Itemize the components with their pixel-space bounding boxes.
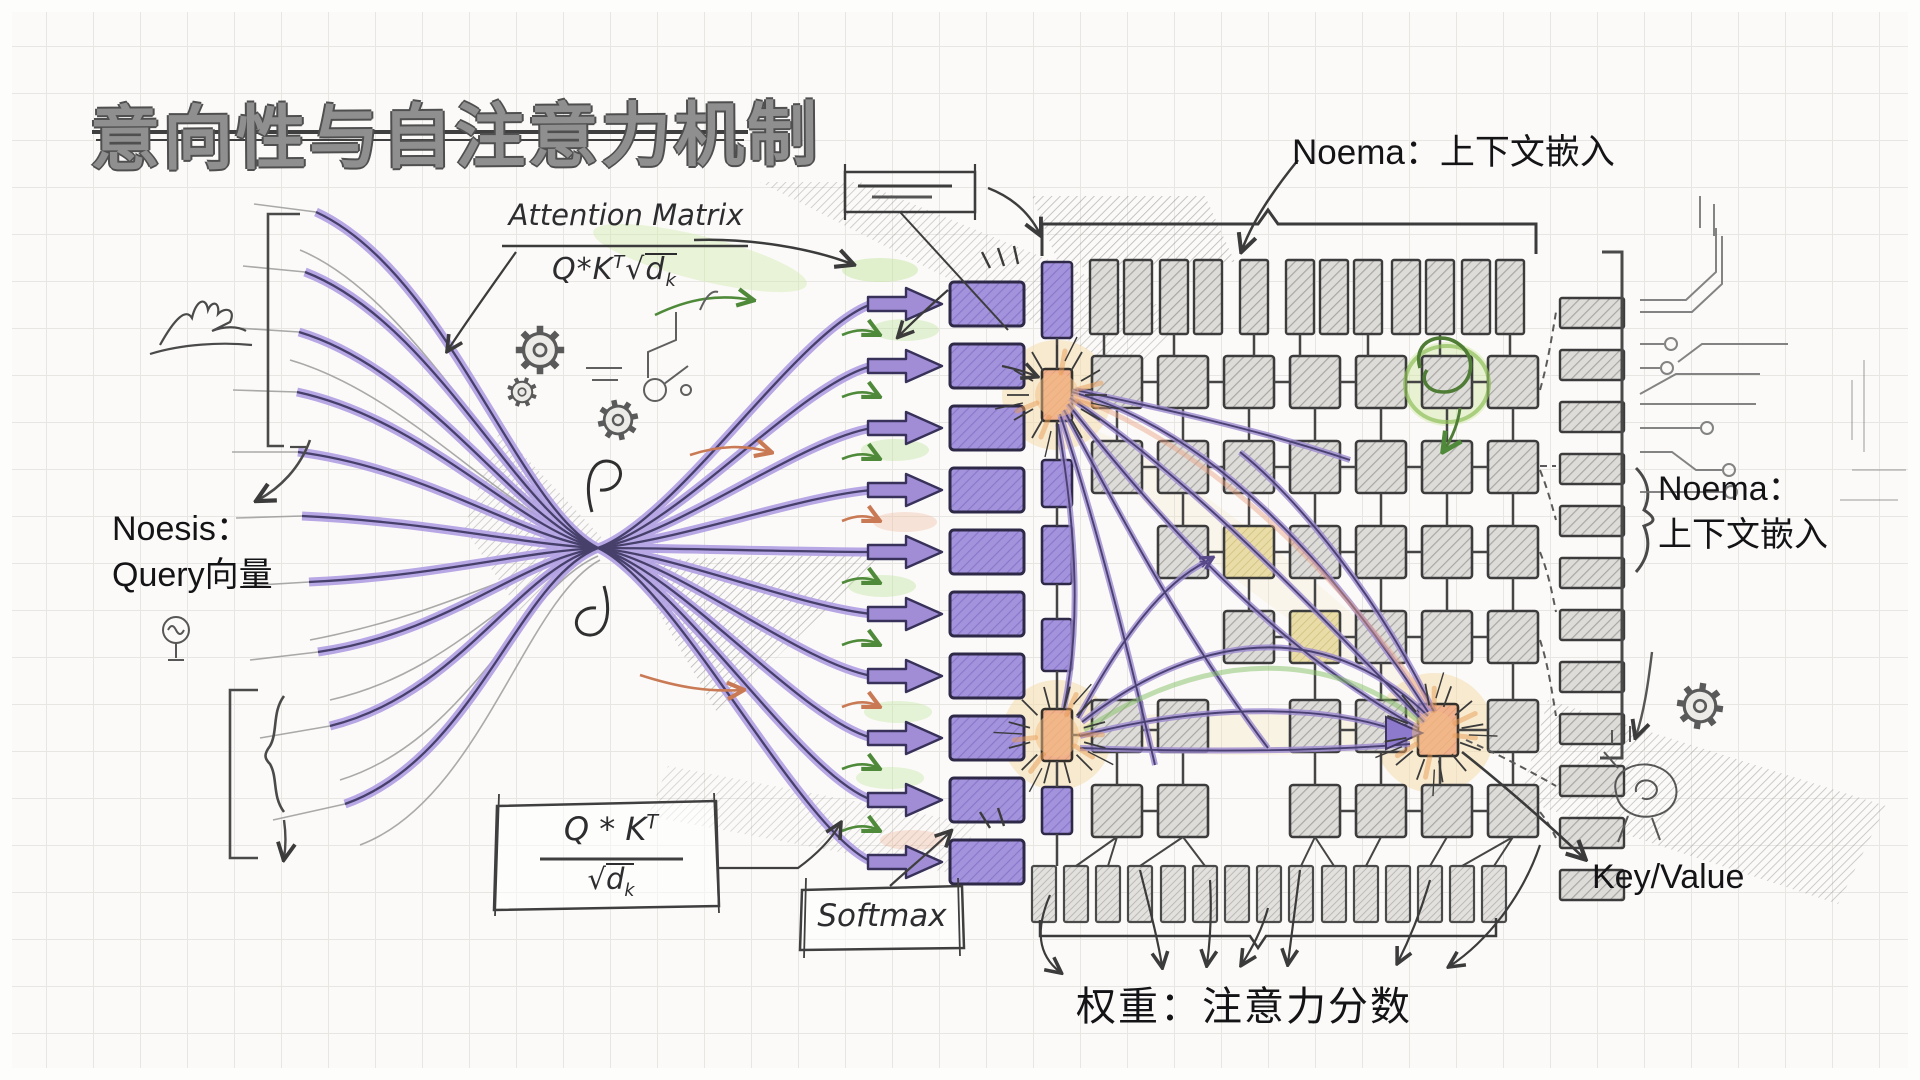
signature-scribble bbox=[149, 300, 253, 356]
brace-icon bbox=[1634, 466, 1655, 573]
formula-box-numerator: Q * KT bbox=[563, 810, 659, 848]
softmax-label: Softmax bbox=[817, 898, 947, 934]
title-underline bbox=[92, 130, 748, 141]
waist-curl-icon bbox=[574, 459, 622, 637]
weights-bracket bbox=[1038, 844, 1542, 972]
query-vector-column bbox=[948, 280, 1026, 886]
attention-arcs bbox=[1058, 390, 1434, 765]
query-to-key-arrow bbox=[1001, 366, 1036, 376]
key-value-label: Key/Value bbox=[1592, 858, 1745, 896]
green-highlight-scribble bbox=[1403, 336, 1491, 450]
noema-right-line1: Noema： bbox=[1658, 470, 1802, 508]
bracket-icon bbox=[228, 688, 258, 860]
noema-top-label: Noema：上下文嵌入 bbox=[1292, 133, 1615, 172]
grid-connectors bbox=[1055, 334, 1515, 867]
noesis-label: Noesis： Query向量 bbox=[112, 506, 273, 598]
page-title: 意向性与自注意力机制 bbox=[89, 95, 821, 179]
attention-burst-icon bbox=[980, 245, 1506, 829]
key-value-arrow bbox=[1461, 750, 1584, 858]
attention-weights-row bbox=[1030, 864, 1508, 924]
left-annotations bbox=[149, 212, 312, 860]
fan-accent-arrows bbox=[639, 297, 878, 831]
sqrt-sign: √ bbox=[625, 252, 646, 287]
attention-formula: Q*KT√dk bbox=[552, 252, 677, 291]
bracket-icon bbox=[266, 212, 300, 448]
attention-matrix-annotations bbox=[448, 238, 949, 350]
pencil-shading bbox=[464, 182, 1886, 904]
slider-box-icon bbox=[843, 164, 1040, 331]
radicand: dk bbox=[645, 252, 677, 291]
formula-sup: T bbox=[613, 252, 626, 273]
attention-matrix-label: Attention Matrix bbox=[508, 198, 744, 232]
noesis-line1: Noesis： bbox=[112, 510, 250, 548]
circuit-trace-icon bbox=[1639, 196, 1906, 501]
noesis-line2: Query向量 bbox=[112, 556, 273, 594]
output-connector-dashes bbox=[1465, 311, 1557, 839]
formula-box bbox=[492, 792, 840, 917]
brace-icon bbox=[264, 695, 286, 813]
softmax-box bbox=[798, 832, 966, 959]
output-bracket bbox=[1600, 250, 1655, 760]
snail-doodle-icon bbox=[1603, 651, 1678, 843]
noema-right-line2: 上下文嵌入 bbox=[1658, 516, 1828, 554]
lamp-doodle-icon bbox=[162, 616, 190, 661]
formula-box-denominator: √dk bbox=[587, 862, 635, 901]
circuit-doodle-icon bbox=[586, 290, 719, 402]
noema-right-label: Noema： 上下文嵌入 bbox=[1658, 466, 1828, 558]
formula-base: Q*K bbox=[552, 252, 614, 287]
weights-label: 权重：注意力分数 bbox=[1076, 985, 1412, 1029]
